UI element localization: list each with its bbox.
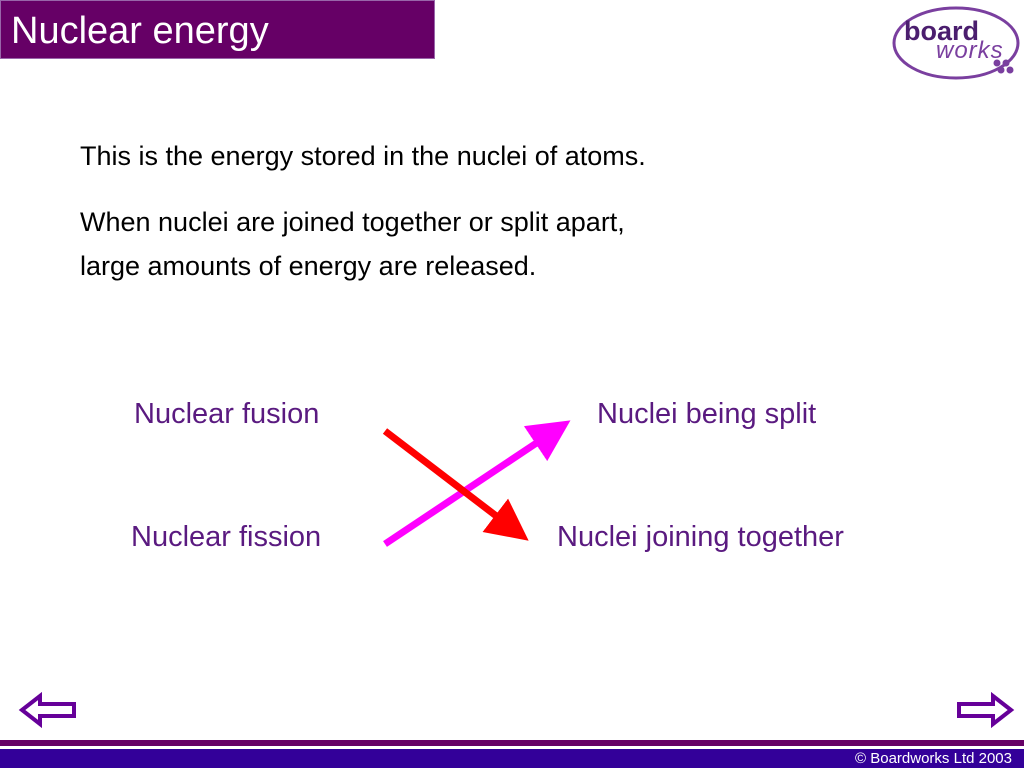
logo-ellipse	[892, 6, 1020, 80]
logo-word-board: board	[904, 16, 980, 46]
explanation-line-2: large amounts of energy are released.	[80, 251, 537, 281]
label-nuclei-being-split: Nuclei being split	[597, 398, 817, 430]
boardworks-logo: board works	[890, 5, 1020, 85]
next-slide-button[interactable]	[955, 690, 1015, 730]
left-arrow-icon	[18, 691, 76, 729]
explanation-line-1: When nuclei are joined together or split…	[80, 207, 625, 237]
intro-text: This is the energy stored in the nuclei …	[80, 141, 646, 171]
label-nuclear-fission: Nuclear fission	[131, 521, 322, 553]
copyright-text: © Boardworks Ltd 2003	[855, 750, 1012, 767]
previous-slide-button[interactable]	[18, 690, 78, 730]
footer-bar: © Boardworks Ltd 2003	[0, 749, 1024, 768]
arrow-fission-to-split[interactable]	[383, 420, 571, 547]
right-arrow-icon	[957, 691, 1015, 729]
logo-word-works: works	[936, 37, 1004, 64]
footer-divider	[0, 740, 1024, 746]
slide-title: Nuclear energy	[11, 10, 269, 52]
arrow-fusion-to-joining[interactable]	[382, 428, 529, 541]
label-nuclei-joining-together: Nuclei joining together	[557, 521, 844, 553]
label-nuclear-fusion: Nuclear fusion	[134, 398, 320, 430]
explanation-text: When nuclei are joined together or split…	[80, 200, 800, 288]
title-bar: Nuclear energy	[0, 0, 435, 59]
